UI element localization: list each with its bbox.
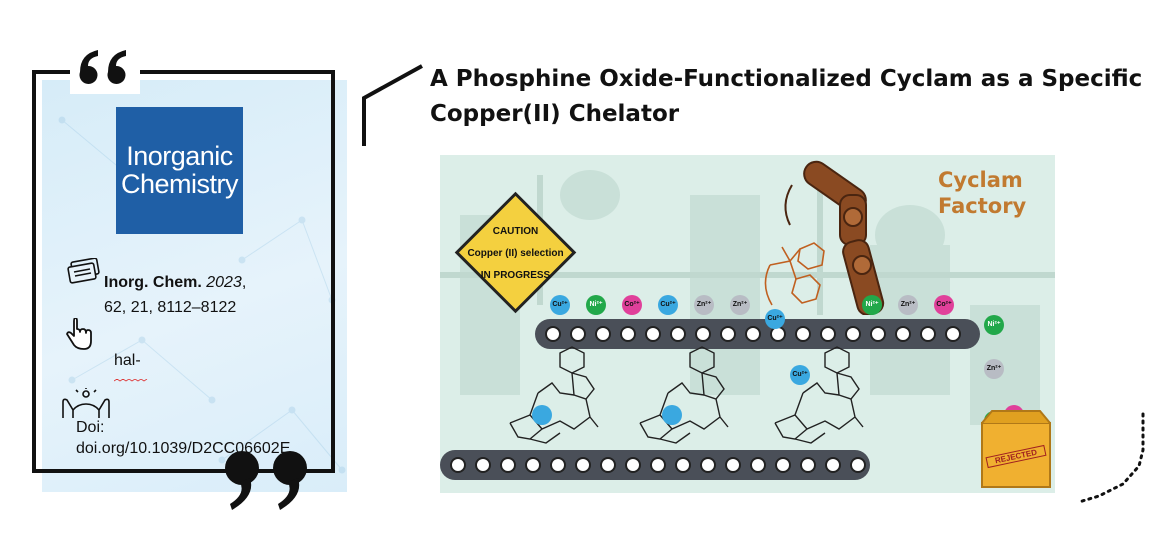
newspaper-icon — [66, 257, 102, 289]
citation-journal: Inorg. Chem. — [104, 274, 202, 291]
title-bracket-decoration — [360, 62, 426, 153]
doi-link[interactable]: doi.org/10.1039/D2CC06602E — [76, 440, 291, 457]
ion-cu: Cu²⁺ — [765, 309, 785, 329]
ion-zn: Zn²⁺ — [898, 295, 918, 315]
citation-year: 2023 — [206, 274, 242, 291]
article-title-line2: Copper(II) Chelator — [430, 101, 680, 127]
ion-cu: Cu²⁺ — [658, 295, 678, 315]
quote-card-frame — [32, 70, 335, 473]
journal-logo: Inorganic Chemistry — [116, 107, 243, 234]
ion-co: Co²⁺ — [622, 295, 642, 315]
cyclam-factory-sign: Cyclam Factory — [938, 167, 1026, 219]
caution-title: CAUTION — [492, 226, 539, 237]
handshake-icon — [60, 388, 112, 429]
network-decoration — [58, 116, 346, 474]
journal-logo-line2: Chemistry — [120, 168, 239, 199]
citation-details: 62, 21, 8112–8122 — [104, 299, 237, 316]
hal-link[interactable]: hal- — [114, 352, 141, 369]
phosphine-oxide-molecule — [760, 225, 840, 320]
ion-zn: Zn²⁺ — [984, 359, 1004, 379]
factory-line1: Cyclam — [938, 168, 1023, 192]
ion-zn: Zn²⁺ — [694, 295, 714, 315]
lower-conveyor — [440, 450, 870, 480]
citation: Inorg. Chem. 2023, — [104, 274, 247, 291]
open-quote-icon — [70, 34, 140, 94]
dotted-arc-decoration — [1075, 410, 1155, 515]
graphical-abstract: CAUTION Copper (II) selection IN PROGRES… — [440, 155, 1055, 493]
upper-conveyor — [535, 319, 980, 349]
ion-zn: Zn²⁺ — [730, 295, 750, 315]
article-title: A Phosphine Oxide-Functionalized Cyclam … — [430, 62, 1150, 132]
caution-line2: Copper (II) selection — [467, 248, 564, 259]
article-title-line1: A Phosphine Oxide-Functionalized Cyclam … — [430, 66, 1143, 92]
ion-cu: Cu²⁺ — [790, 365, 810, 385]
journal-logo-line1: Inorganic — [126, 140, 233, 171]
caution-line3: IN PROGRESS — [480, 270, 551, 281]
ion-ni: Ni²⁺ — [862, 295, 882, 315]
ion-ni: Ni²⁺ — [984, 315, 1004, 335]
factory-line2: Factory — [938, 194, 1027, 218]
spellcheck-underline — [113, 369, 148, 382]
doi-label: Doi: — [76, 419, 105, 436]
close-quote-icon — [210, 440, 325, 520]
ion-cu: Cu²⁺ — [550, 295, 570, 315]
cyclam-complexes — [490, 343, 890, 458]
pointer-hand-icon — [64, 317, 94, 357]
rejected-box: REJECTED — [980, 393, 1052, 488]
caution-sign: CAUTION Copper (II) selection IN PROGRES… — [448, 185, 583, 320]
ion-co: Co²⁺ — [934, 295, 954, 315]
ion-ni: Ni²⁺ — [586, 295, 606, 315]
